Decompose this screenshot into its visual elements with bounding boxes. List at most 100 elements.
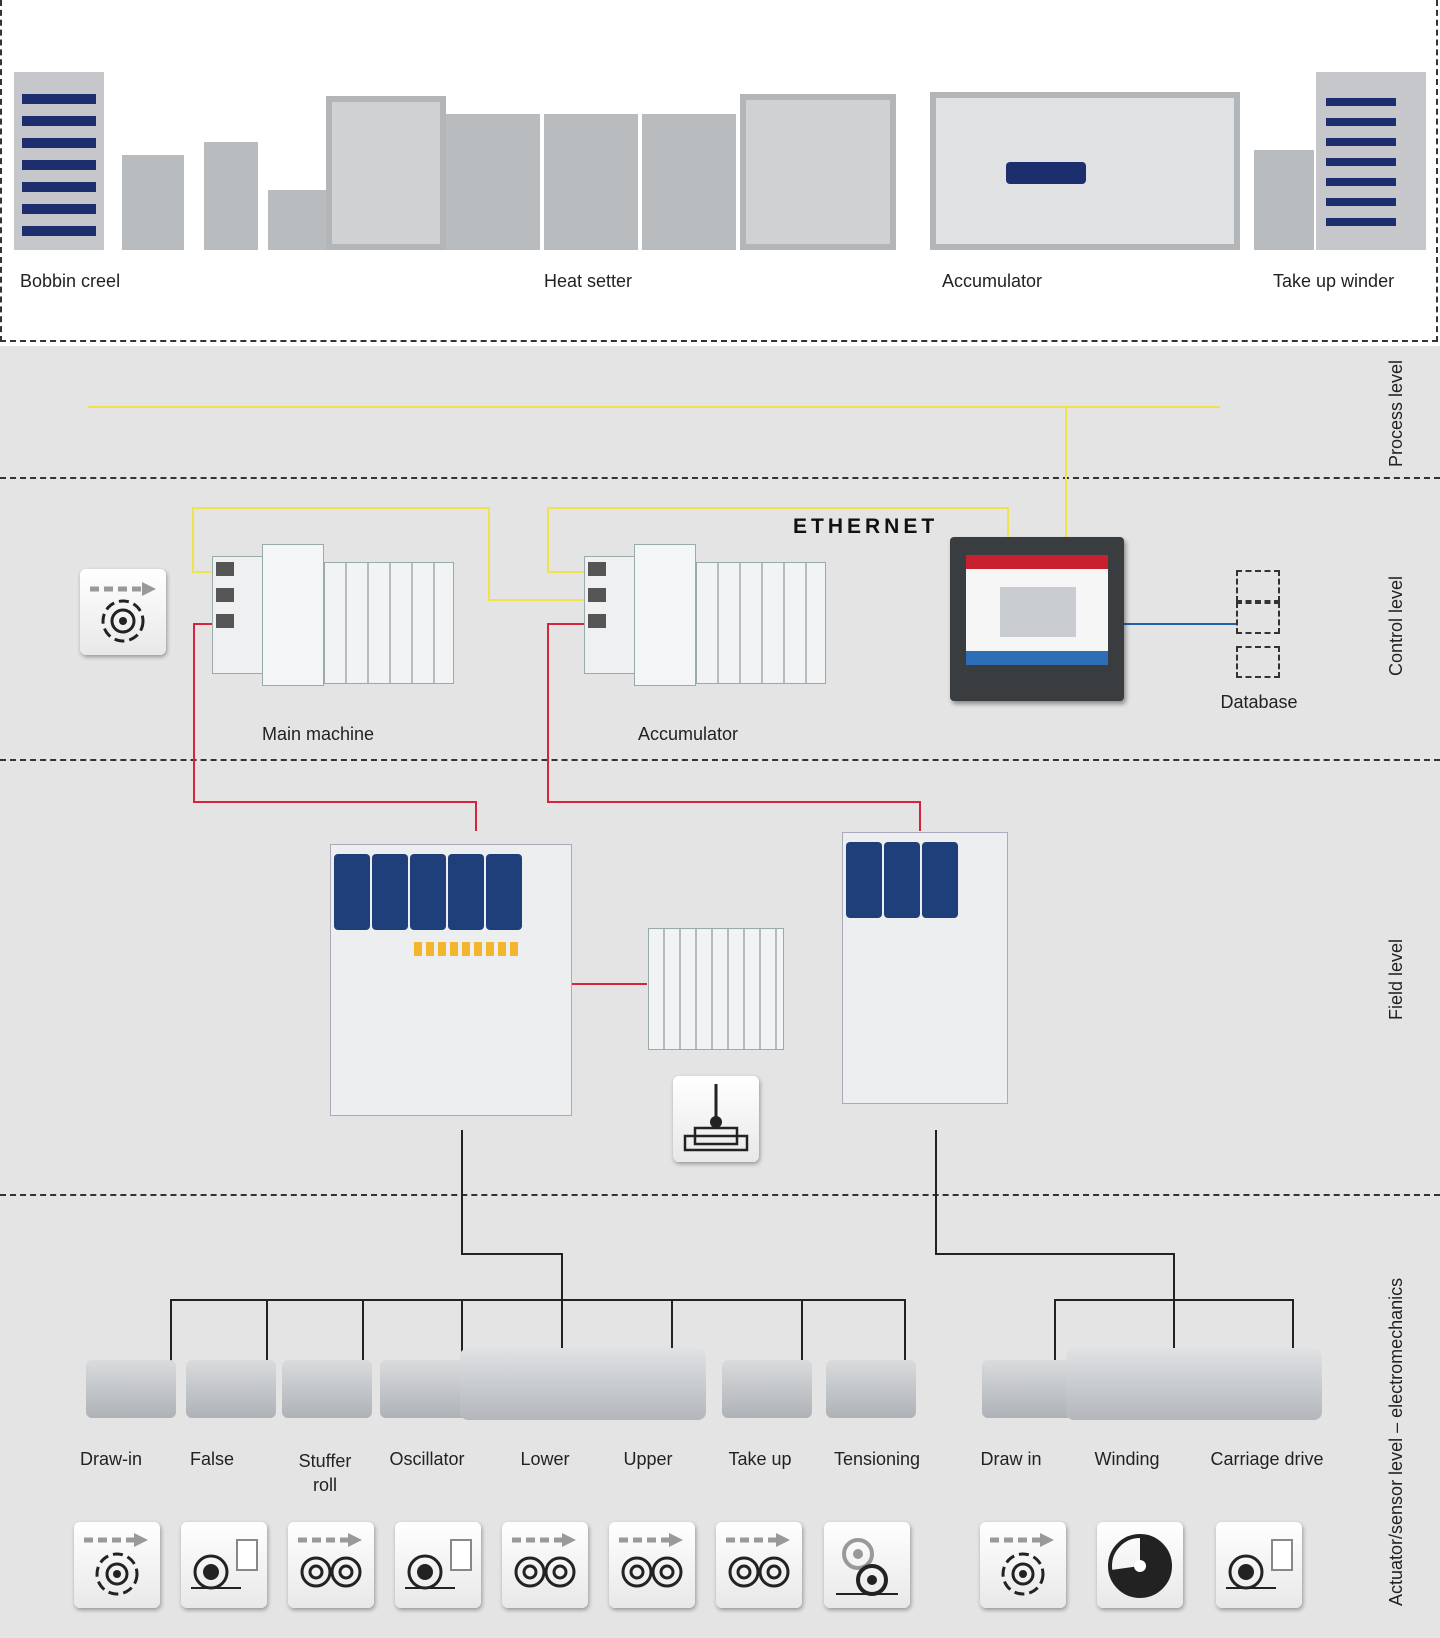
double-roll-icon — [726, 1533, 790, 1588]
ethernet-main-e — [488, 599, 588, 601]
label-draw-in-acc: Draw in — [980, 1449, 1042, 1469]
label-bobbin-creel: Bobbin creel — [20, 271, 121, 291]
cable-drop-7 — [801, 1299, 803, 1363]
texturing-unit — [204, 142, 258, 250]
dancer-icon — [683, 1084, 749, 1152]
motor-winding — [1066, 1348, 1200, 1420]
cable-drop-6 — [671, 1299, 673, 1351]
icon-tile-draw-in — [74, 1522, 160, 1608]
label-take-up-winder: Take up winder — [1273, 271, 1395, 291]
database-link — [1124, 623, 1236, 625]
cable-acc-drop — [1173, 1253, 1175, 1301]
ethernet-main-c — [192, 571, 216, 573]
label-draw-in: Draw-in — [79, 1449, 143, 1469]
take-up-winder-machine — [1254, 150, 1314, 250]
label-main-machine: Main machine — [261, 724, 375, 744]
ethernet-main-b — [192, 507, 194, 573]
fieldbus-acc-c — [547, 801, 921, 803]
cable-drop-9 — [1054, 1299, 1056, 1363]
label-winding: Winding — [1094, 1449, 1160, 1469]
icon-tile-take-up — [716, 1522, 802, 1608]
icon-tile-draw-in-acc — [980, 1522, 1066, 1608]
winding-icon — [1108, 1534, 1172, 1598]
label-oscillator: Oscillator — [389, 1449, 465, 1469]
level-label-field: Field level — [1386, 938, 1406, 1020]
winding-calculator-icon — [405, 1539, 472, 1590]
double-roll-icon — [298, 1533, 362, 1588]
fieldbus-acc-b — [547, 623, 549, 803]
cooling-unit — [740, 94, 896, 250]
draw-in-icon — [990, 1533, 1054, 1596]
ethernet-label: ETHERNET — [793, 515, 939, 538]
heat-setter-chamber-1 — [446, 114, 540, 250]
ethernet-acc-d — [1007, 507, 1009, 537]
fieldbus-main-c — [193, 801, 477, 803]
motor-stuffer-roll — [282, 1360, 372, 1418]
cable-drop-8 — [904, 1299, 906, 1363]
accumulator-controller — [584, 544, 826, 686]
hmi-screen — [966, 555, 1108, 665]
label-tensioning: Tensioning — [833, 1449, 921, 1469]
level-label-actuator: Actuator/sensor level – electromechanics — [1386, 1277, 1406, 1606]
heat-setter-frame — [326, 96, 446, 250]
winding-calculator-icon — [191, 1539, 258, 1590]
level-label-control: Control level — [1386, 575, 1406, 676]
cable-drop-3 — [362, 1299, 364, 1363]
bobbin-creel-machine — [14, 72, 104, 250]
motor-carriage-drive — [1186, 1348, 1322, 1420]
draw-in-icon — [90, 582, 156, 643]
feed-unit — [268, 190, 328, 250]
draw-in-unit — [122, 155, 184, 250]
icon-tile-upper — [609, 1522, 695, 1608]
fieldbus-acc-a — [547, 623, 587, 625]
icon-tile-stuffer-roll — [288, 1522, 374, 1608]
separator-process-control — [0, 477, 1440, 479]
icon-tile-carriage-drive — [1216, 1522, 1302, 1608]
fieldbus-acc-d — [919, 801, 921, 831]
database-box-1 — [1236, 570, 1280, 602]
take-up-winder-rack — [1316, 72, 1426, 250]
ethernet-acc-b — [547, 507, 549, 573]
label-carriage-drive: Carriage drive — [1210, 1449, 1324, 1469]
cable-acc-across — [935, 1253, 1175, 1255]
label-accumulator-machine: Accumulator — [942, 271, 1043, 291]
label-lower: Lower — [520, 1449, 570, 1469]
main-machine-function-icon — [80, 569, 166, 655]
label-database: Database — [1220, 692, 1298, 712]
cable-drop-11 — [1292, 1299, 1294, 1351]
cable-main-across — [461, 1253, 563, 1255]
icon-tile-lower — [502, 1522, 588, 1608]
ethernet-main-d — [488, 507, 490, 601]
label-stuffer-roll: Stuffer roll — [298, 1451, 352, 1495]
motor-draw-in-acc — [982, 1360, 1072, 1418]
separator-control-field — [0, 759, 1440, 761]
cable-drop-10 — [1173, 1299, 1175, 1351]
double-roll-icon — [619, 1533, 683, 1588]
winding-calculator-icon — [1226, 1539, 1293, 1590]
cable-drop-1 — [170, 1299, 172, 1363]
cable-main-bus — [170, 1299, 906, 1301]
motor-oscillator — [380, 1360, 470, 1418]
label-take-up: Take up — [728, 1449, 792, 1469]
icon-tile-tensioning — [824, 1522, 910, 1608]
cable-acc-down — [935, 1130, 937, 1254]
database-box-3 — [1236, 646, 1280, 678]
cable-drop-4 — [461, 1299, 463, 1363]
separator-field-actuator — [0, 1194, 1440, 1196]
database-box-2 — [1236, 602, 1280, 634]
accumulator-machine — [930, 92, 1240, 250]
cable-drop-2 — [266, 1299, 268, 1363]
level-label-process: Process level — [1386, 359, 1406, 467]
fieldbus-main-d — [475, 801, 477, 831]
motor-draw-in — [86, 1360, 176, 1418]
fieldbus-io-link — [563, 983, 647, 985]
hmi-uplink — [1065, 406, 1067, 540]
double-roll-icon — [512, 1533, 576, 1588]
label-heat-setter: Heat setter — [544, 271, 633, 291]
tension-rolls-icon — [836, 1538, 898, 1596]
machine-line-panel: Bobbin creel Heat setter Accumulator Tak… — [0, 0, 1440, 346]
machine-line-border — [0, 0, 1438, 342]
process-bus-line — [88, 406, 1220, 408]
draw-in-icon — [84, 1533, 148, 1596]
fieldbus-main-b — [193, 623, 195, 803]
